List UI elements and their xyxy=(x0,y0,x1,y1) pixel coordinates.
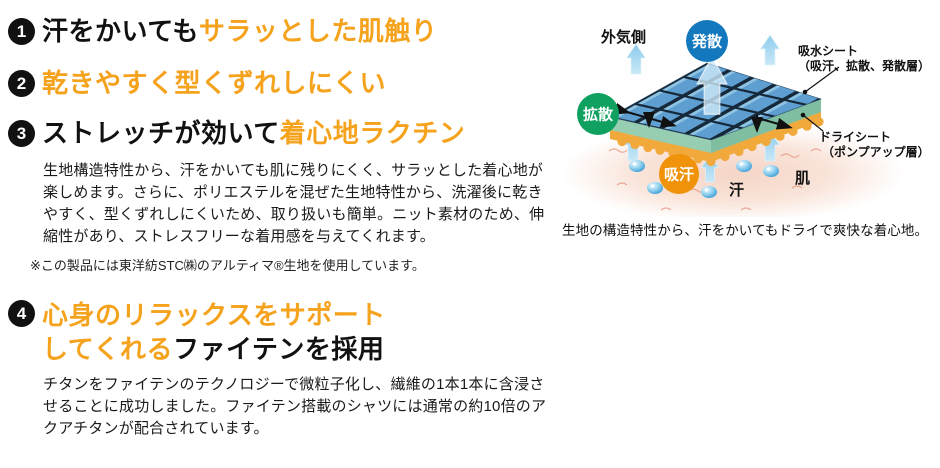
feature-4-heading-line2: してくれるファイテンを採用 xyxy=(42,332,386,366)
absorbent-sheet-side-shade xyxy=(711,99,821,153)
feature-4-heading-line2-black: ファイテンを採用 xyxy=(172,334,385,364)
feature-3-heading-black: ストレッチが効いて xyxy=(42,118,280,148)
feature-4-number-badge: 4 xyxy=(8,300,35,327)
feature-4-heading-line1-orange: 心身のリラックスをサポート xyxy=(42,300,386,330)
feature-3-number-badge: 3 xyxy=(8,120,35,147)
feature-4: 4 心身のリラックスをサポート してくれるファイテンを採用 xyxy=(8,298,386,366)
feature-1-heading: 汗をかいてもサラッとした肌触り xyxy=(42,16,437,47)
dry-sheet-label-line2: （ポンプアップ層） xyxy=(822,144,930,159)
feature-3-heading: ストレッチが効いて着心地ラクチン xyxy=(42,118,465,149)
feature-4-heading-line2-orange: してくれる xyxy=(42,334,173,364)
feature-4-heading-line1: 心身のリラックスをサポート xyxy=(42,298,386,332)
fabric-diagram-svg: 発散 拡散 吸汗 外気側 汗 肌 吸水シート （吸汗、拡散、発散層） xyxy=(561,20,930,223)
diffusion-arrows xyxy=(613,102,793,133)
feature-3-heading-orange: 着心地ラクチン xyxy=(279,118,466,148)
absorbent-sheet-label-line1: 吸水シート xyxy=(798,43,858,58)
skin-label: 肌 xyxy=(795,170,810,187)
feature-3: 3 ストレッチが効いて着心地ラクチン xyxy=(8,118,465,149)
feature-2: 2 乾きやすく型くずれしにくい xyxy=(8,68,386,99)
absorption-badge: 吸汗 xyxy=(659,154,699,194)
feature-2-heading: 乾きやすく型くずれしにくい xyxy=(42,68,386,99)
feature-3-footnote: ※この製品には東洋紡STC㈱のアルティマ®生地を使用しています。 xyxy=(30,258,425,273)
feature-4-heading: 心身のリラックスをサポート してくれるファイテンを採用 xyxy=(42,298,386,366)
dry-sheet-label-line1: ドライシート xyxy=(819,130,891,144)
feature-2-number-badge: 2 xyxy=(8,70,35,97)
dry-sheet-callout: ドライシート （ポンプアップ層） xyxy=(800,112,930,159)
outer-side-label: 外気側 xyxy=(600,28,646,46)
sweat-label: 汗 xyxy=(729,181,744,199)
feature-1-heading-orange: サラッとした肌触り xyxy=(198,16,438,46)
diffusion-badge-label: 拡散 xyxy=(583,106,614,124)
diagram-caption: 生地の構造特性から、汗をかいてもドライで爽快な着心地。 xyxy=(562,223,929,238)
sweat-droplets xyxy=(629,160,779,198)
feature-1-heading-black: 汗をかいても xyxy=(42,16,199,46)
diffusion-badge: 拡散 xyxy=(577,93,619,135)
feature-3-body: 生地構造特性から、汗をかいても肌に残りにくく、サラッとした着心地が楽しめます。さ… xyxy=(43,162,545,245)
absorbent-sheet-side xyxy=(610,99,821,153)
feature-1-number-badge: 1 xyxy=(8,18,35,45)
feature-4-body: チタンをファイテンのテクノロジーで微粒子化し、繊維の1本1本に含浸させることに成… xyxy=(43,376,547,437)
feature-1: 1 汗をかいてもサラッとした肌触り xyxy=(8,16,437,47)
evaporation-badge-label: 発散 xyxy=(691,33,723,51)
feature-2-heading-orange: 乾きやすく型くずれしにくい xyxy=(42,68,386,98)
absorption-badge-label: 吸汗 xyxy=(664,166,694,184)
absorbent-sheet-callout: 吸水シート （吸汗、拡散、発散層） xyxy=(798,43,930,95)
evaporation-badge: 発散 xyxy=(686,20,728,62)
dry-sheet-scallops xyxy=(617,117,824,167)
dry-sheet-layer xyxy=(610,108,824,167)
fabric-structure-diagram: 発散 拡散 吸汗 外気側 汗 肌 吸水シート （吸汗、拡散、発散層） xyxy=(561,5,935,223)
absorbent-sheet-label-line2: （吸汗、拡散、発散層） xyxy=(798,58,930,73)
